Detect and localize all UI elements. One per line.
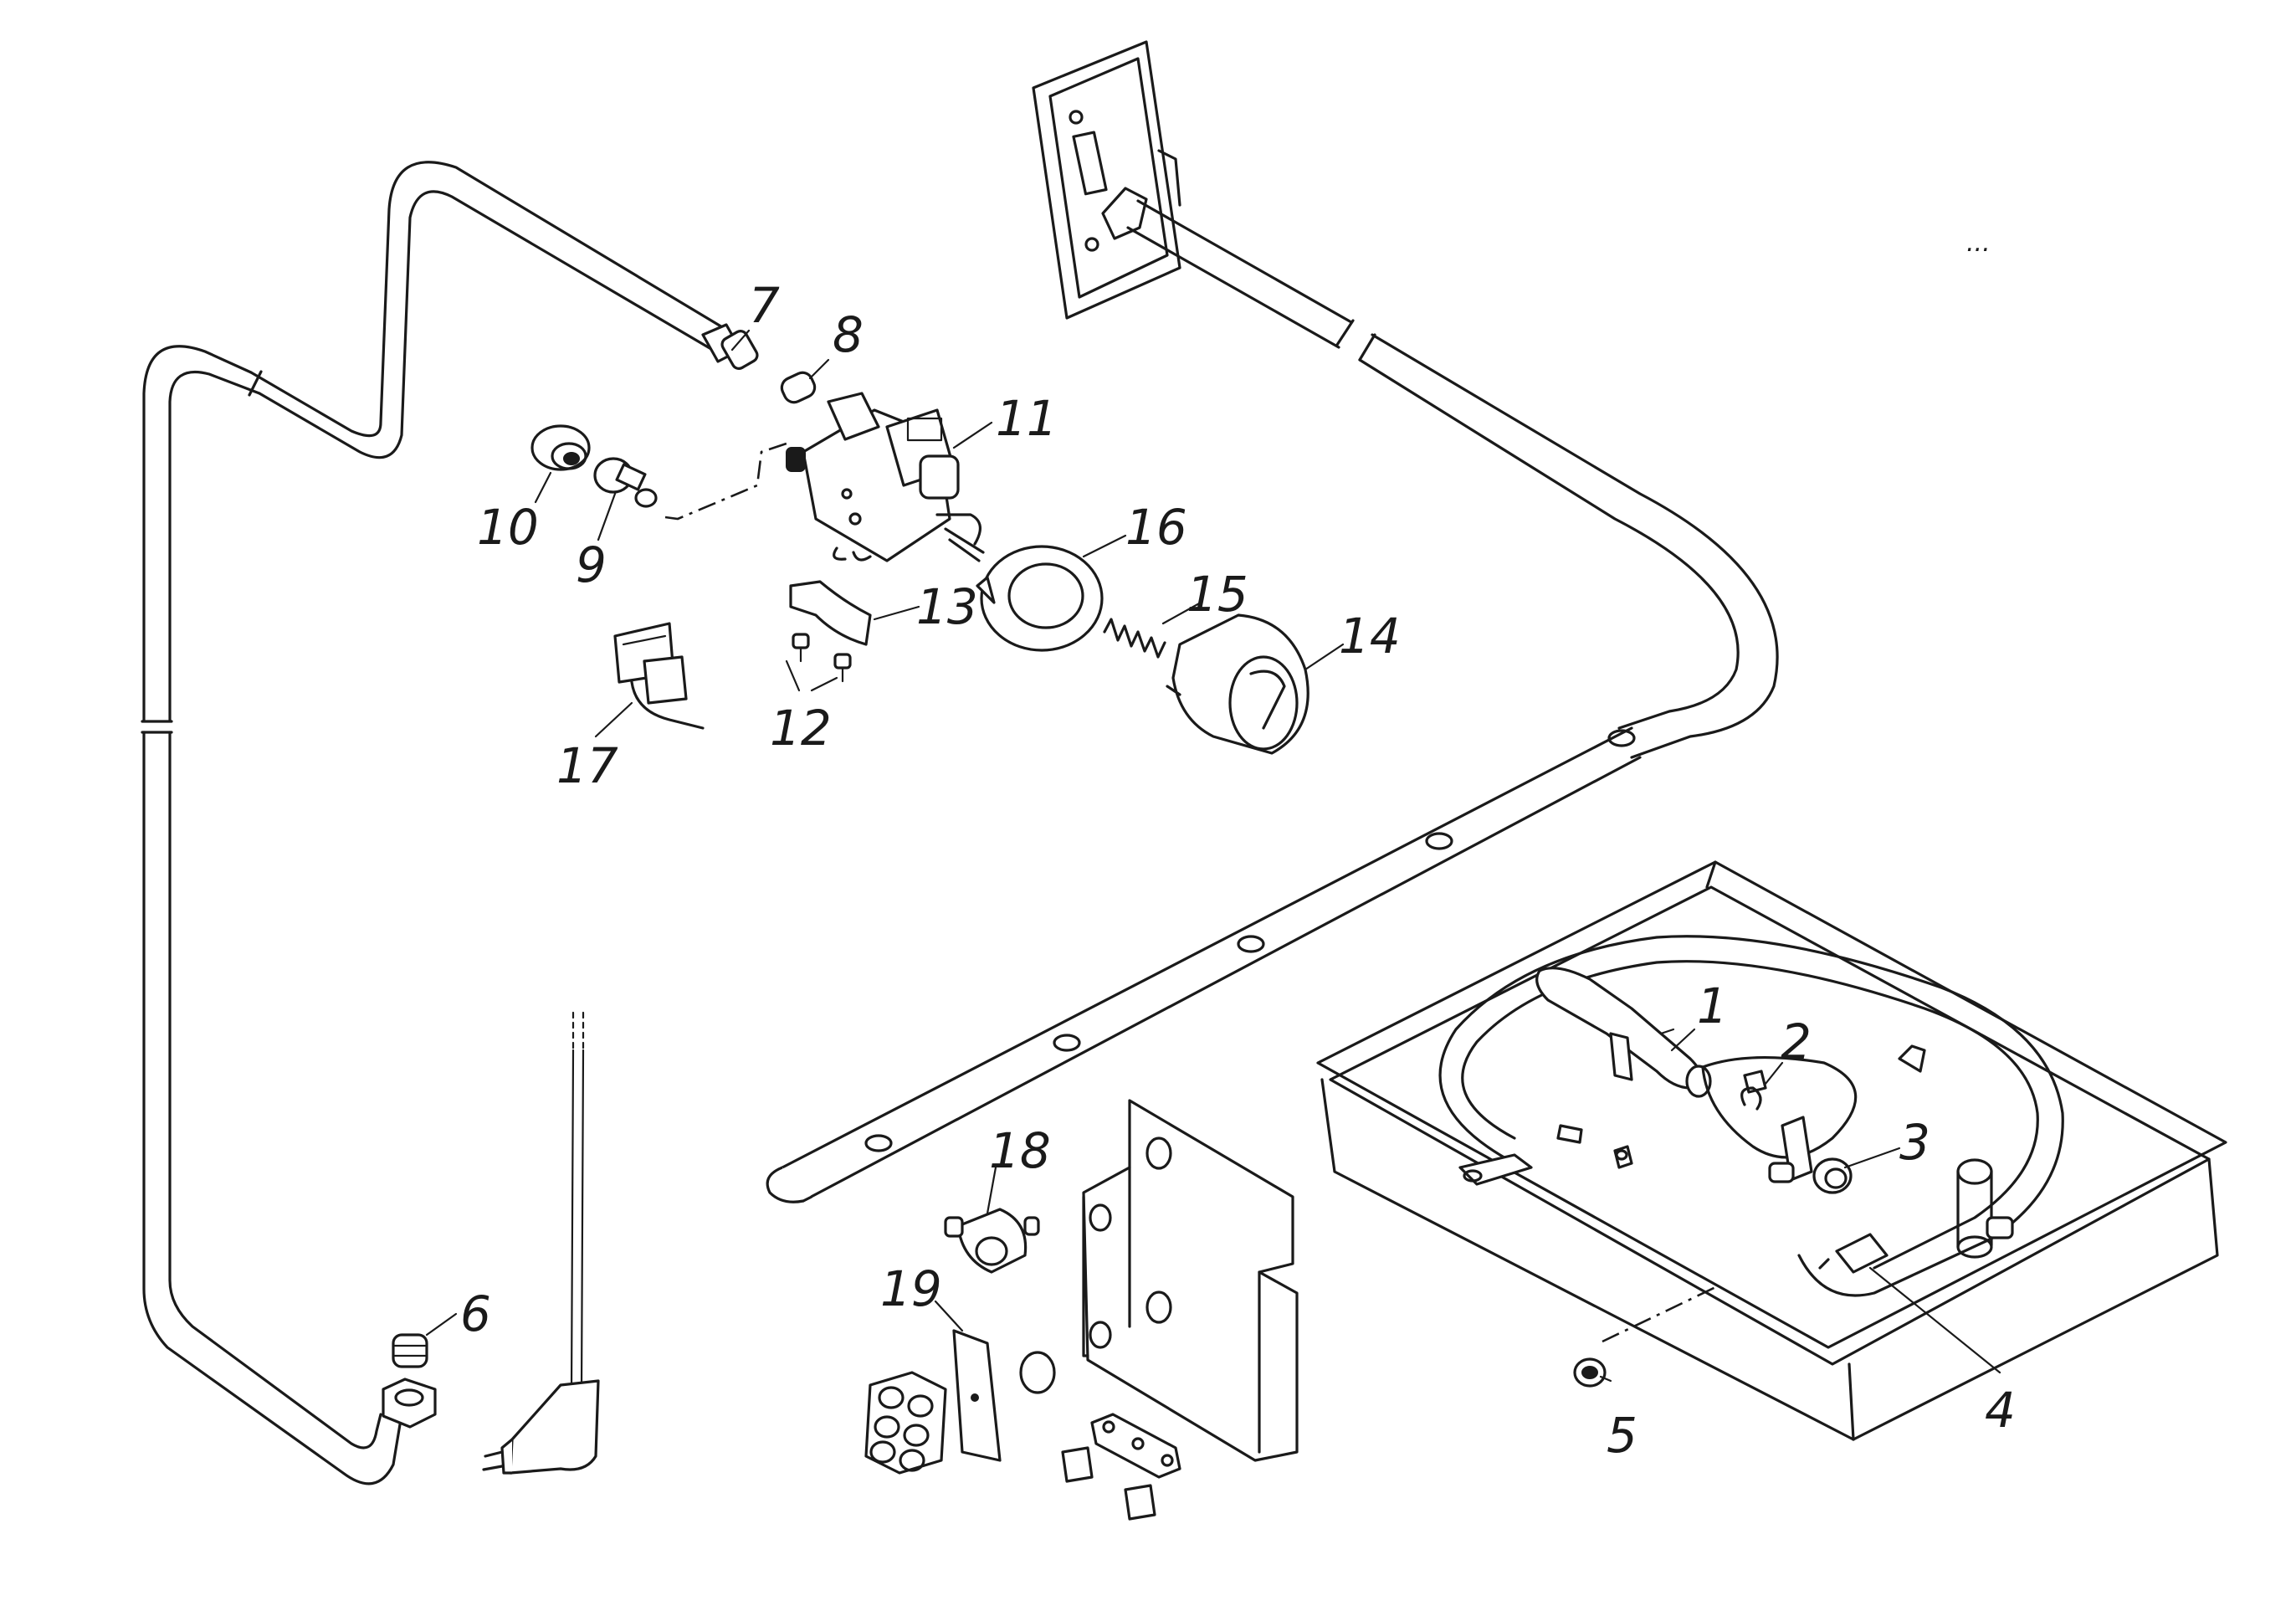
left-gas-hose	[141, 161, 730, 1485]
leader-lines	[425, 329, 2001, 1383]
label-1: 1	[1697, 977, 1728, 1034]
ignition-unit-18	[944, 1208, 1040, 1274]
power-plug	[482, 1379, 600, 1475]
label-5: 5	[1607, 1407, 1637, 1464]
label-11: 11	[996, 390, 1058, 447]
label-8: 8	[833, 306, 864, 363]
label-7: 7	[749, 277, 780, 334]
label-16: 16	[1125, 499, 1187, 556]
nut-10	[530, 424, 591, 471]
burner-rail	[766, 726, 1642, 1203]
burner-tray	[1316, 860, 2227, 1441]
terminal-block-19	[864, 1329, 1056, 1475]
label-2: 2	[1781, 1013, 1812, 1070]
power-cable	[570, 1011, 585, 1391]
label-12: 12	[770, 700, 832, 757]
assembly-line-9-11	[664, 442, 787, 521]
micro-switch-17	[613, 622, 705, 730]
spring-15	[1103, 618, 1166, 659]
stray-dots: ...	[1966, 228, 1991, 258]
label-10: 10	[477, 499, 539, 556]
control-knob-14	[1166, 613, 1309, 755]
label-13: 13	[916, 578, 978, 635]
wall-plate	[1032, 40, 1181, 320]
part-labels: 1 2 3 4 5 6 7 8 9 10 11 12 13 14 15 16 1…	[460, 228, 2016, 1464]
label-14: 14	[1339, 608, 1401, 664]
label-9: 9	[576, 536, 607, 593]
label-17: 17	[556, 737, 618, 794]
hose-fitting-7	[701, 323, 759, 370]
nozzle-8	[780, 371, 817, 404]
label-3: 3	[1899, 1114, 1930, 1171]
screws-12	[792, 633, 852, 683]
label-6: 6	[460, 1285, 491, 1342]
fitting-6	[382, 1333, 437, 1429]
clips	[1061, 1413, 1181, 1521]
label-18: 18	[989, 1122, 1051, 1179]
gas-valve-11	[786, 392, 985, 562]
bracket-13	[789, 580, 872, 646]
heat-shield	[1082, 1099, 1299, 1462]
right-gas-hose	[1101, 187, 1779, 759]
nut-5	[1573, 1357, 1607, 1388]
label-4: 4	[1985, 1382, 2016, 1439]
label-15: 15	[1186, 566, 1248, 623]
label-19: 19	[880, 1260, 942, 1317]
thermocouple-9	[593, 457, 658, 508]
control-ring-16	[976, 545, 1104, 652]
